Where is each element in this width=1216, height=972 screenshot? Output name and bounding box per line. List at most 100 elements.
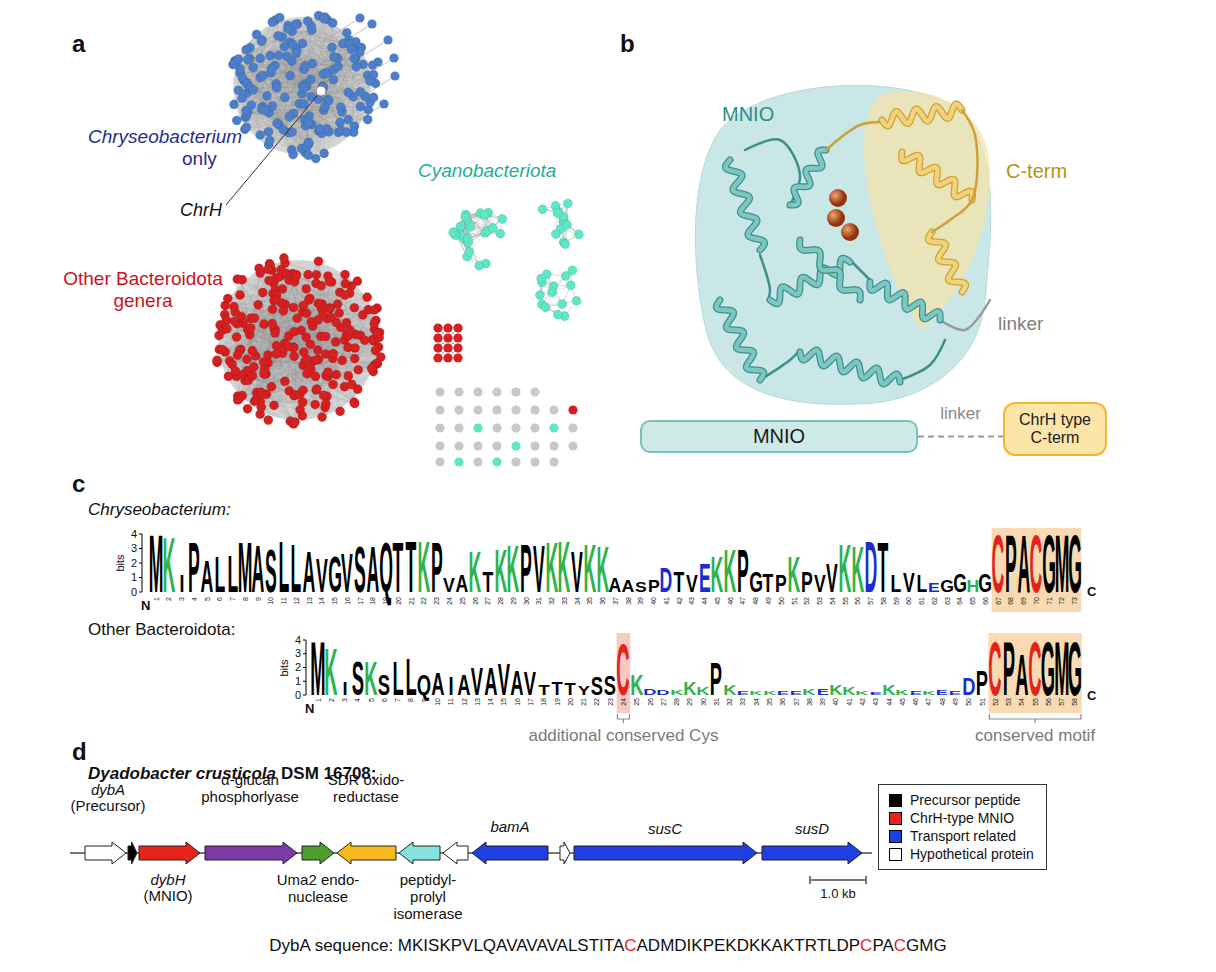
logo-title: Chryseobacterium: [88,500,231,520]
position-number: 36 [779,698,786,712]
logo-letter: L [913,571,931,595]
logo-letter: V [568,544,586,601]
network-node [379,99,388,108]
axis-tick: 4 [281,634,301,647]
singleton-node [435,457,444,466]
position-number: 51 [791,597,798,611]
network-node [311,372,320,381]
network-node [268,305,277,314]
singleton-node [549,405,558,414]
logo-letter: V [823,558,841,599]
network-node [232,332,241,341]
axis-tick-mark [303,640,306,641]
logo-letter: M [147,523,165,604]
helix [790,150,826,205]
network-node [344,371,353,380]
logo-letter: K [466,544,484,601]
position-number: 69 [1020,597,1027,611]
position-number: 47 [739,597,746,611]
cluster-label: Cyanobacteriota [418,160,556,182]
logo-letter: K [628,671,646,700]
logo-letter: K [709,549,727,600]
network-node [313,345,322,354]
sequence-logo-frame [139,528,1082,723]
logo-letter: A [198,554,216,599]
singleton-node [454,441,463,450]
gene-label: (MNIO) [143,887,192,904]
singleton-node [473,405,482,414]
logo-letter: E [906,690,924,696]
bracket [989,714,1081,723]
logo-letter: I [173,571,191,595]
network-node [342,128,351,137]
cluster-label: only [182,148,217,170]
network-node [548,288,557,297]
logo-letter: K [581,534,599,603]
helix [716,300,763,380]
position-number: 5 [368,698,375,712]
network-node [300,61,309,70]
network-node [340,290,349,299]
network-node [264,127,273,136]
network-node [329,349,338,358]
position-number: 41 [846,698,853,712]
position-number: 33 [739,698,746,712]
network-node [298,411,307,420]
logo-letter: V [495,658,513,702]
logo-letter: A [1013,646,1031,704]
network-edges [233,16,376,159]
helix [725,160,764,250]
position-number: 24 [620,698,627,712]
network-node [292,49,301,58]
position-number: 31 [713,698,720,712]
position-number: 55 [1032,698,1039,712]
logo-letter: P [1002,523,1020,604]
network-node [541,303,550,312]
connector-label: linker [940,404,981,424]
position-number: 18 [540,698,547,712]
network-node [314,299,323,308]
legend-row: Hypothetical protein [889,845,1034,863]
axis-title: bits [278,659,291,676]
logo-letter: T [402,530,420,603]
logo-letter: L [288,534,306,603]
similarity-network [212,11,583,467]
cterm-surface [864,91,990,330]
logo-letter: L [275,530,293,603]
network-node [370,319,379,328]
network-node [302,355,311,364]
network-node [302,284,311,293]
position-number: 29 [686,698,693,712]
position-number: 39 [637,597,644,611]
position-number: 9 [255,597,262,611]
position-number: 46 [727,597,734,611]
network-node [269,401,278,410]
position-number: 56 [1045,698,1052,712]
network-node [553,208,562,217]
position-number: 45 [899,698,906,712]
position-number: 35 [586,597,593,611]
position-number: 9 [421,698,428,712]
position-number: 2 [328,698,335,712]
logo-letter: L [887,571,905,595]
network-node [243,404,252,413]
network-node [453,333,462,342]
network-node [288,127,297,136]
network-node [235,290,244,299]
gene-arrow [139,842,200,864]
axis-tick: 2 [117,557,137,570]
logo-letter: V [441,575,459,595]
network-node [271,295,280,304]
position-number: 44 [701,597,708,611]
network-node [280,377,289,386]
logo-letter: E [813,687,831,697]
network-node [443,343,452,352]
annotation: conserved motif [975,726,1095,746]
logo-letter: E [933,688,951,696]
position-number: 34 [753,698,760,712]
network-node [272,349,281,358]
position-number: 12 [293,597,300,611]
gene-arrow [560,842,570,864]
network-node [354,365,363,374]
annotation: additional conserved Cys [528,726,718,746]
